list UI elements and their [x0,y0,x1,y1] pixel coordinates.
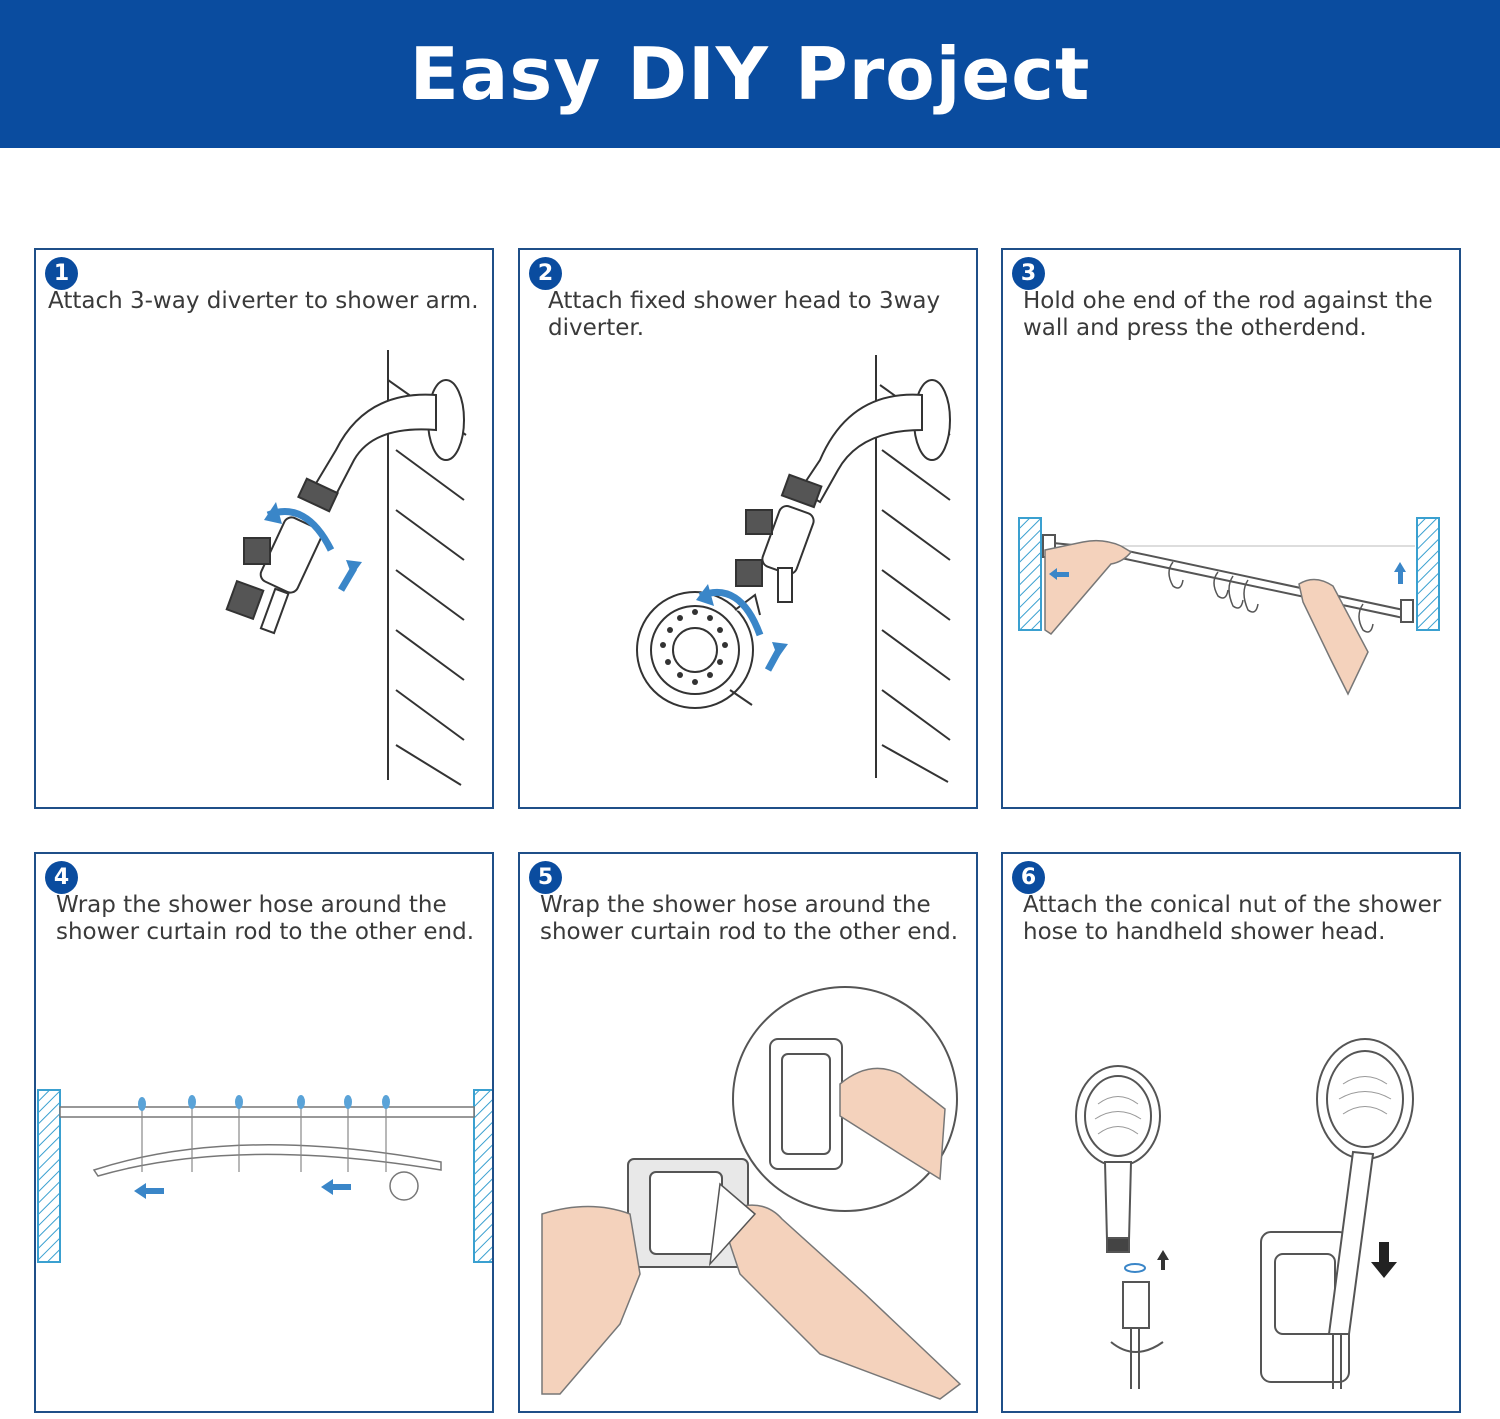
step-caption-5: Wrap the shower hose around the shower c… [540,892,959,945]
step-panel-4: 4 Wrap the shower hose around the shower… [34,852,494,1413]
step-3-illustration [1018,517,1440,696]
step-number-badge-3: 3 [1012,257,1045,290]
step-caption-2: Attach fixed shower head to 3way diverte… [548,288,941,341]
page-header: Easy DIY Project [0,0,1500,148]
step-caption-1: Attach 3-way diverter to shower arm. [48,288,479,314]
step-4-illustration [37,1089,492,1263]
step-panel-2: 2 Attach fixed shower head to 3way diver… [518,248,978,809]
step-panel-1: 1 Attach 3-way diverter to shower arm. [34,248,494,809]
step-caption-3: Hold ohe end of the rod against the wall… [1023,288,1433,341]
step-number-badge-4: 4 [45,861,78,894]
step-panel-5: 5 Wrap the shower hose around the shower… [518,852,978,1413]
step-2-illustration [636,355,951,783]
step-caption-4: Wrap the shower hose around the shower c… [56,892,475,945]
step-5-illustration [541,986,962,1400]
step-caption-6: Attach the conical nut of the shower hos… [1023,892,1442,945]
step-number-badge-1: 1 [45,257,78,290]
step-number-badge-2: 2 [529,257,562,290]
page-title: Easy DIY Project [409,32,1091,116]
step-6-illustration [1075,1038,1414,1389]
step-panel-6: 6 Attach the conical nut of the shower h… [1001,852,1461,1413]
step-1-illustration [225,350,467,786]
step-panel-3: 3 Hold ohe end of the rod against the wa… [1001,248,1461,809]
step-number-badge-6: 6 [1012,861,1045,894]
step-number-badge-5: 5 [529,861,562,894]
